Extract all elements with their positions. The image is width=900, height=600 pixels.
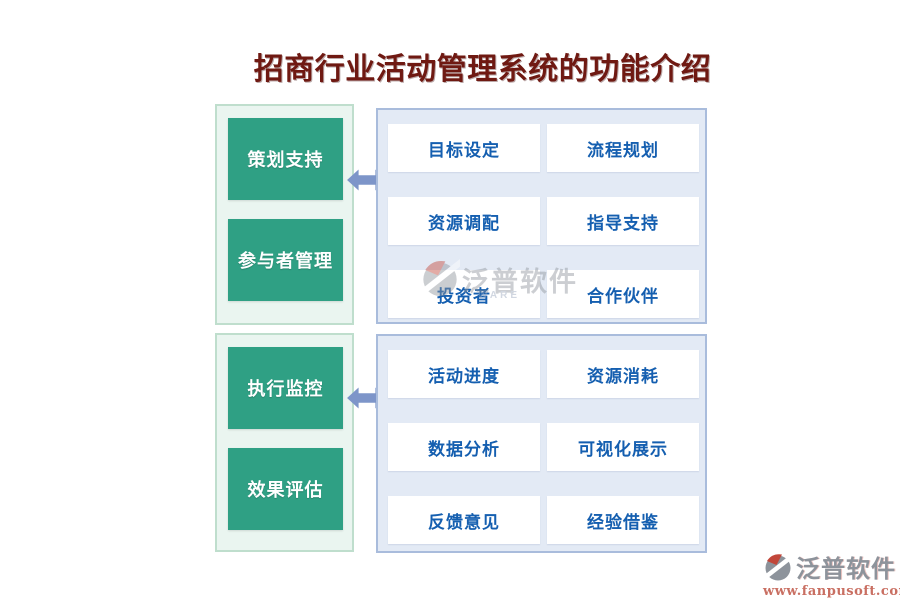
green-box-label: 参与者管理 (238, 251, 333, 271)
green-box-label: 执行监控 (247, 379, 324, 399)
footer-website-url: www.fanpusoft.com (763, 584, 900, 599)
feature-box: 资源调配 (388, 197, 540, 245)
logo-slash (763, 551, 793, 582)
feature-label: 反馈意见 (428, 512, 500, 532)
green-box-label: 效果评估 (247, 480, 324, 500)
feature-box: 反馈意见 (388, 496, 540, 544)
feature-label: 经验借鉴 (587, 512, 659, 532)
green-box-effect-evaluation: 效果评估 (228, 448, 343, 530)
fanpu-logo-icon (763, 551, 793, 582)
feature-box: 可视化展示 (547, 423, 699, 471)
green-box-participant-management: 参与者管理 (228, 219, 343, 301)
feature-label: 投资者 (437, 286, 491, 306)
feature-label: 可视化展示 (578, 439, 668, 459)
footer-brand: 泛普软件 www.fanpusoft.com (763, 549, 900, 599)
feature-box: 指导支持 (547, 197, 699, 245)
feature-label: 资源消耗 (587, 366, 659, 386)
right-panel-execution-features: 活动进度 资源消耗 数据分析 可视化展示 反馈意见 经验借鉴 (376, 334, 707, 553)
feature-box: 投资者 (388, 270, 540, 318)
green-box-planning-support: 策划支持 (228, 118, 343, 200)
feature-box: 合作伙伴 (547, 270, 699, 318)
feature-label: 资源调配 (428, 213, 500, 233)
feature-box: 经验借鉴 (547, 496, 699, 544)
logo-accent (767, 553, 782, 565)
feature-label: 流程规划 (587, 140, 659, 160)
feature-label: 指导支持 (587, 213, 659, 233)
feature-label: 数据分析 (428, 439, 500, 459)
green-box-label: 策划支持 (247, 150, 324, 170)
feature-box: 活动进度 (388, 350, 540, 398)
feature-label: 合作伙伴 (587, 286, 659, 306)
feature-box: 流程规划 (547, 124, 699, 172)
right-panel-planning-features: 目标设定 流程规划 资源调配 指导支持 投资者 合作伙伴 (376, 108, 707, 324)
footer-brand-name: 泛普软件 (796, 556, 896, 583)
page-title: 招商行业活动管理系统的功能介绍 (253, 52, 712, 87)
feature-box: 数据分析 (388, 423, 540, 471)
feature-label: 目标设定 (428, 140, 500, 160)
footer-brand-row: 泛普软件 (763, 549, 898, 584)
left-panel-execution: 执行监控 效果评估 (215, 333, 354, 552)
green-box-execution-monitoring: 执行监控 (228, 347, 343, 429)
feature-label: 活动进度 (428, 366, 500, 386)
feature-box: 目标设定 (388, 124, 540, 172)
feature-box: 资源消耗 (547, 350, 699, 398)
left-panel-planning: 策划支持 参与者管理 (215, 104, 354, 325)
